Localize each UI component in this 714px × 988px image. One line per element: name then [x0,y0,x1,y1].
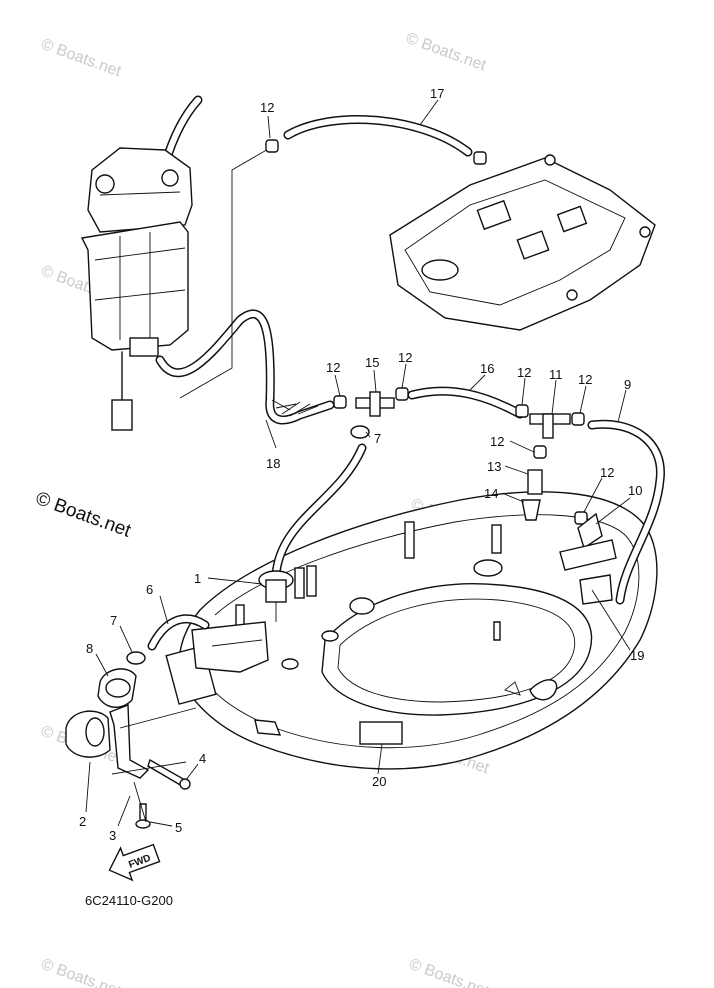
diagram-code: 6C24110-G200 [85,893,173,908]
bracket-10 [577,512,603,550]
watermark-8: © Boats.net [407,956,492,988]
callout-14: 14 [484,486,498,501]
screw-4-head [179,778,191,790]
callout-10: 10 [628,483,642,498]
callout-2: 2 [79,814,86,829]
callout-6: 6 [146,582,153,597]
screw-4 [147,758,186,787]
callout-17: 17 [430,86,444,101]
callout-12-e: 12 [578,372,592,387]
clip-7-lower [126,651,146,665]
bracket-19 [559,539,617,571]
joint-15 [355,391,395,417]
fwd-arrow-icon: FWD [108,843,161,882]
callout-13: 13 [487,459,501,474]
callout-8: 8 [86,641,93,656]
callout-labels: 1 2 3 4 5 6 7 7 8 9 10 11 12 12 12 12 12… [79,86,644,843]
callout-12-f: 12 [490,434,504,449]
watermark-1: © Boats.net [39,36,124,81]
exhaust-guide-plate [389,154,656,331]
callout-15: 15 [365,355,379,370]
watermark-7: © Boats.net [39,956,124,988]
watermark-2: © Boats.net [404,30,489,75]
callout-12-c: 12 [398,350,412,365]
bottom-cowling [165,491,658,770]
callout-5: 5 [175,820,182,835]
callout-12-b: 12 [326,360,340,375]
callout-7-lower: 7 [110,613,117,628]
clip-7-upper [350,425,370,439]
clips-12 [265,139,588,525]
cap-2 [65,710,111,758]
callout-1: 1 [194,571,201,586]
joint-13 [527,469,543,495]
callout-12-d: 12 [517,365,531,380]
callout-4: 4 [199,751,206,766]
callout-12-a: 12 [260,100,274,115]
screw-5-head [135,819,151,829]
callout-3: 3 [109,828,116,843]
callout-20: 20 [372,774,386,789]
callout-16: 16 [480,361,494,376]
joint-11 [529,413,571,439]
bracket-3 [109,703,150,779]
callout-19: 19 [630,648,644,663]
grommet-1 [258,570,294,622]
callout-11: 11 [549,367,563,382]
check-valve-14 [521,499,541,521]
callout-9: 9 [624,377,631,392]
leader-lines [85,99,631,827]
drain-bolt [493,621,501,641]
vapor-separator-assembly [80,95,203,431]
callout-12-g: 12 [600,465,614,480]
callout-18: 18 [266,456,280,471]
fitting-8 [97,668,137,708]
callout-7-upper: 7 [374,431,381,446]
